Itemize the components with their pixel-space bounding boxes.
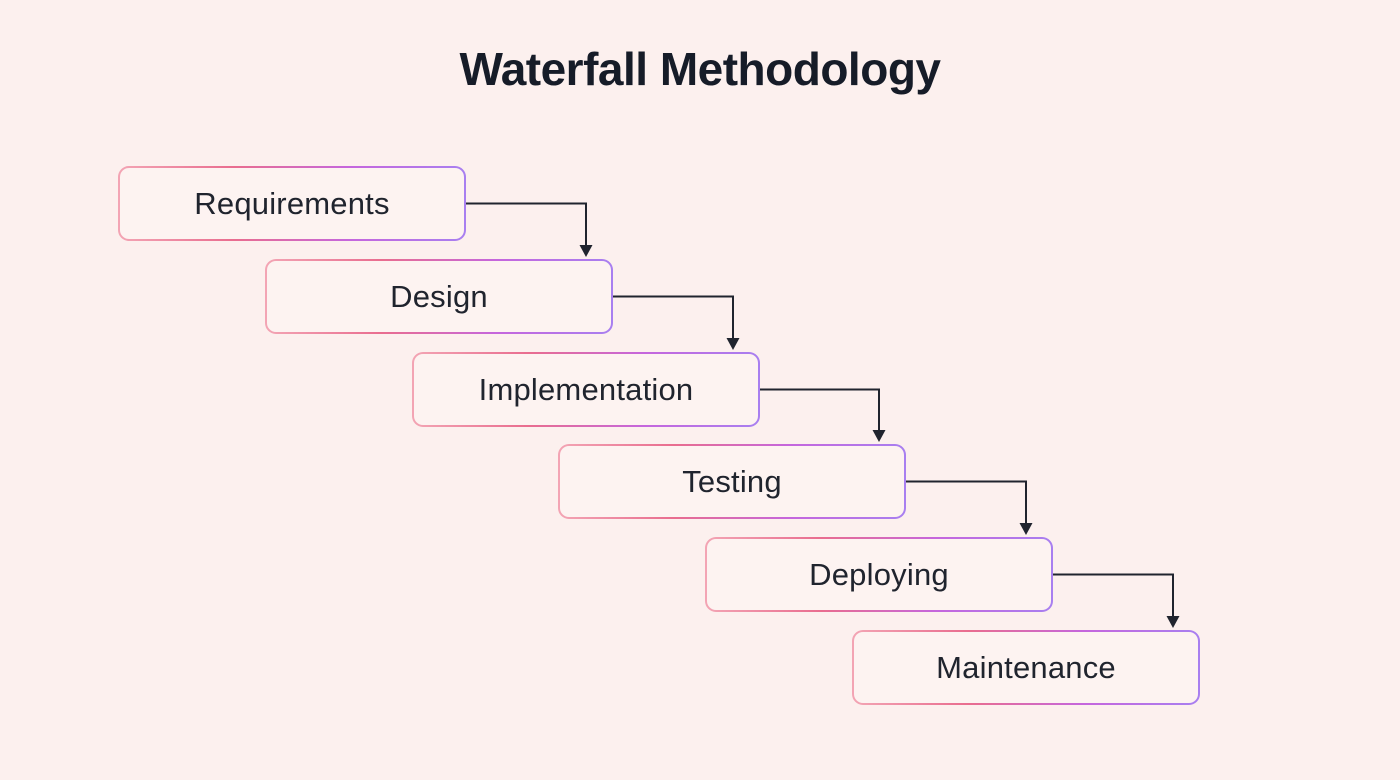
flow-connector-line [466, 202, 587, 246]
arrowhead-icon [1166, 616, 1180, 628]
arrowhead-icon [872, 430, 886, 442]
stage-box-surface: Testing [560, 446, 904, 517]
stage-box-maintenance: Maintenance [852, 630, 1200, 705]
stage-label: Maintenance [936, 649, 1116, 685]
flow-connector-line [906, 480, 1027, 524]
stage-label: Testing [682, 463, 782, 499]
flow-connector-line [1053, 573, 1174, 617]
flow-connector-line [613, 295, 734, 339]
stage-box-testing: Testing [558, 444, 906, 519]
stage-box-surface: Deploying [707, 539, 1051, 610]
arrowhead-icon [579, 245, 593, 257]
flow-connector-line [760, 388, 880, 431]
stage-box-deploying: Deploying [705, 537, 1053, 612]
stage-box-surface: Design [267, 261, 611, 332]
page-title: Waterfall Methodology [459, 43, 941, 95]
arrowhead-icon [1019, 523, 1033, 535]
stage-box-surface: Requirements [120, 168, 464, 239]
stage-box-surface: Implementation [414, 354, 758, 425]
stage-box-surface: Maintenance [854, 632, 1198, 703]
stage-box-requirements: Requirements [118, 166, 466, 241]
stage-box-design: Design [265, 259, 613, 334]
stage-label: Design [390, 278, 488, 314]
arrowhead-icon [726, 338, 740, 350]
stage-label: Implementation [478, 371, 694, 407]
stage-label: Requirements [194, 185, 390, 221]
stage-box-implementation: Implementation [412, 352, 760, 427]
stage-label: Deploying [809, 556, 949, 592]
